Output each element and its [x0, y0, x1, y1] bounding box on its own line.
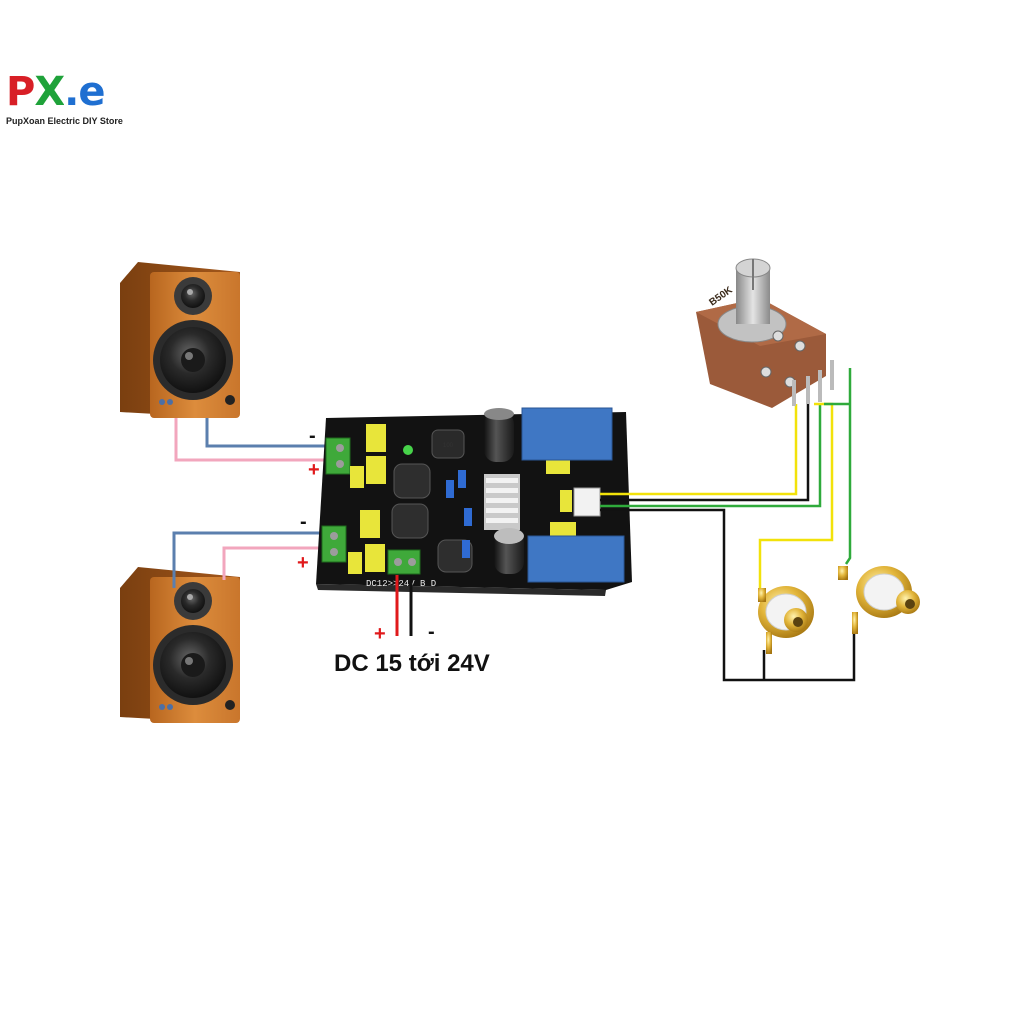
speaker-wires — [172, 418, 336, 588]
power-terminal — [387, 549, 421, 575]
power-wires — [395, 575, 413, 636]
speaker-top — [120, 262, 240, 418]
speaker-terminal-2 — [321, 525, 347, 563]
rca-jack-right — [838, 566, 920, 634]
signal-wires — [600, 368, 856, 682]
logo-subtitle: PupXoan Electric DIY Store — [6, 116, 123, 126]
power-positive-label: + — [374, 623, 386, 645]
input-header — [573, 487, 601, 517]
power-negative-label: - — [428, 621, 435, 643]
potentiometer: B50K — [696, 258, 834, 408]
store-logo: PX.e PupXoan Electric DIY Store — [6, 70, 123, 126]
logo-wordmark: PX.e — [6, 70, 123, 114]
speaker-bottom — [120, 567, 240, 723]
speaker1-negative-label: - — [309, 425, 316, 447]
electrolytic-capacitor — [484, 412, 514, 462]
speaker-terminal-1 — [325, 437, 351, 475]
power-caption: DC 15 tới 24V — [334, 650, 490, 677]
logo-e: e — [78, 69, 105, 115]
speaker2-positive-label: + — [297, 552, 309, 574]
speaker2-negative-label: - — [300, 511, 307, 533]
logo-dot: . — [64, 69, 79, 115]
logo-px: PX — [6, 69, 65, 115]
rca-jack-left — [758, 586, 814, 654]
heatsink — [484, 474, 520, 530]
board-silkscreen: DC12>>24V B D — [366, 579, 436, 589]
speaker1-positive-label: + — [308, 459, 320, 481]
inductor-mark: 100 — [443, 443, 454, 449]
amplifier-board: 100 — [316, 407, 632, 596]
